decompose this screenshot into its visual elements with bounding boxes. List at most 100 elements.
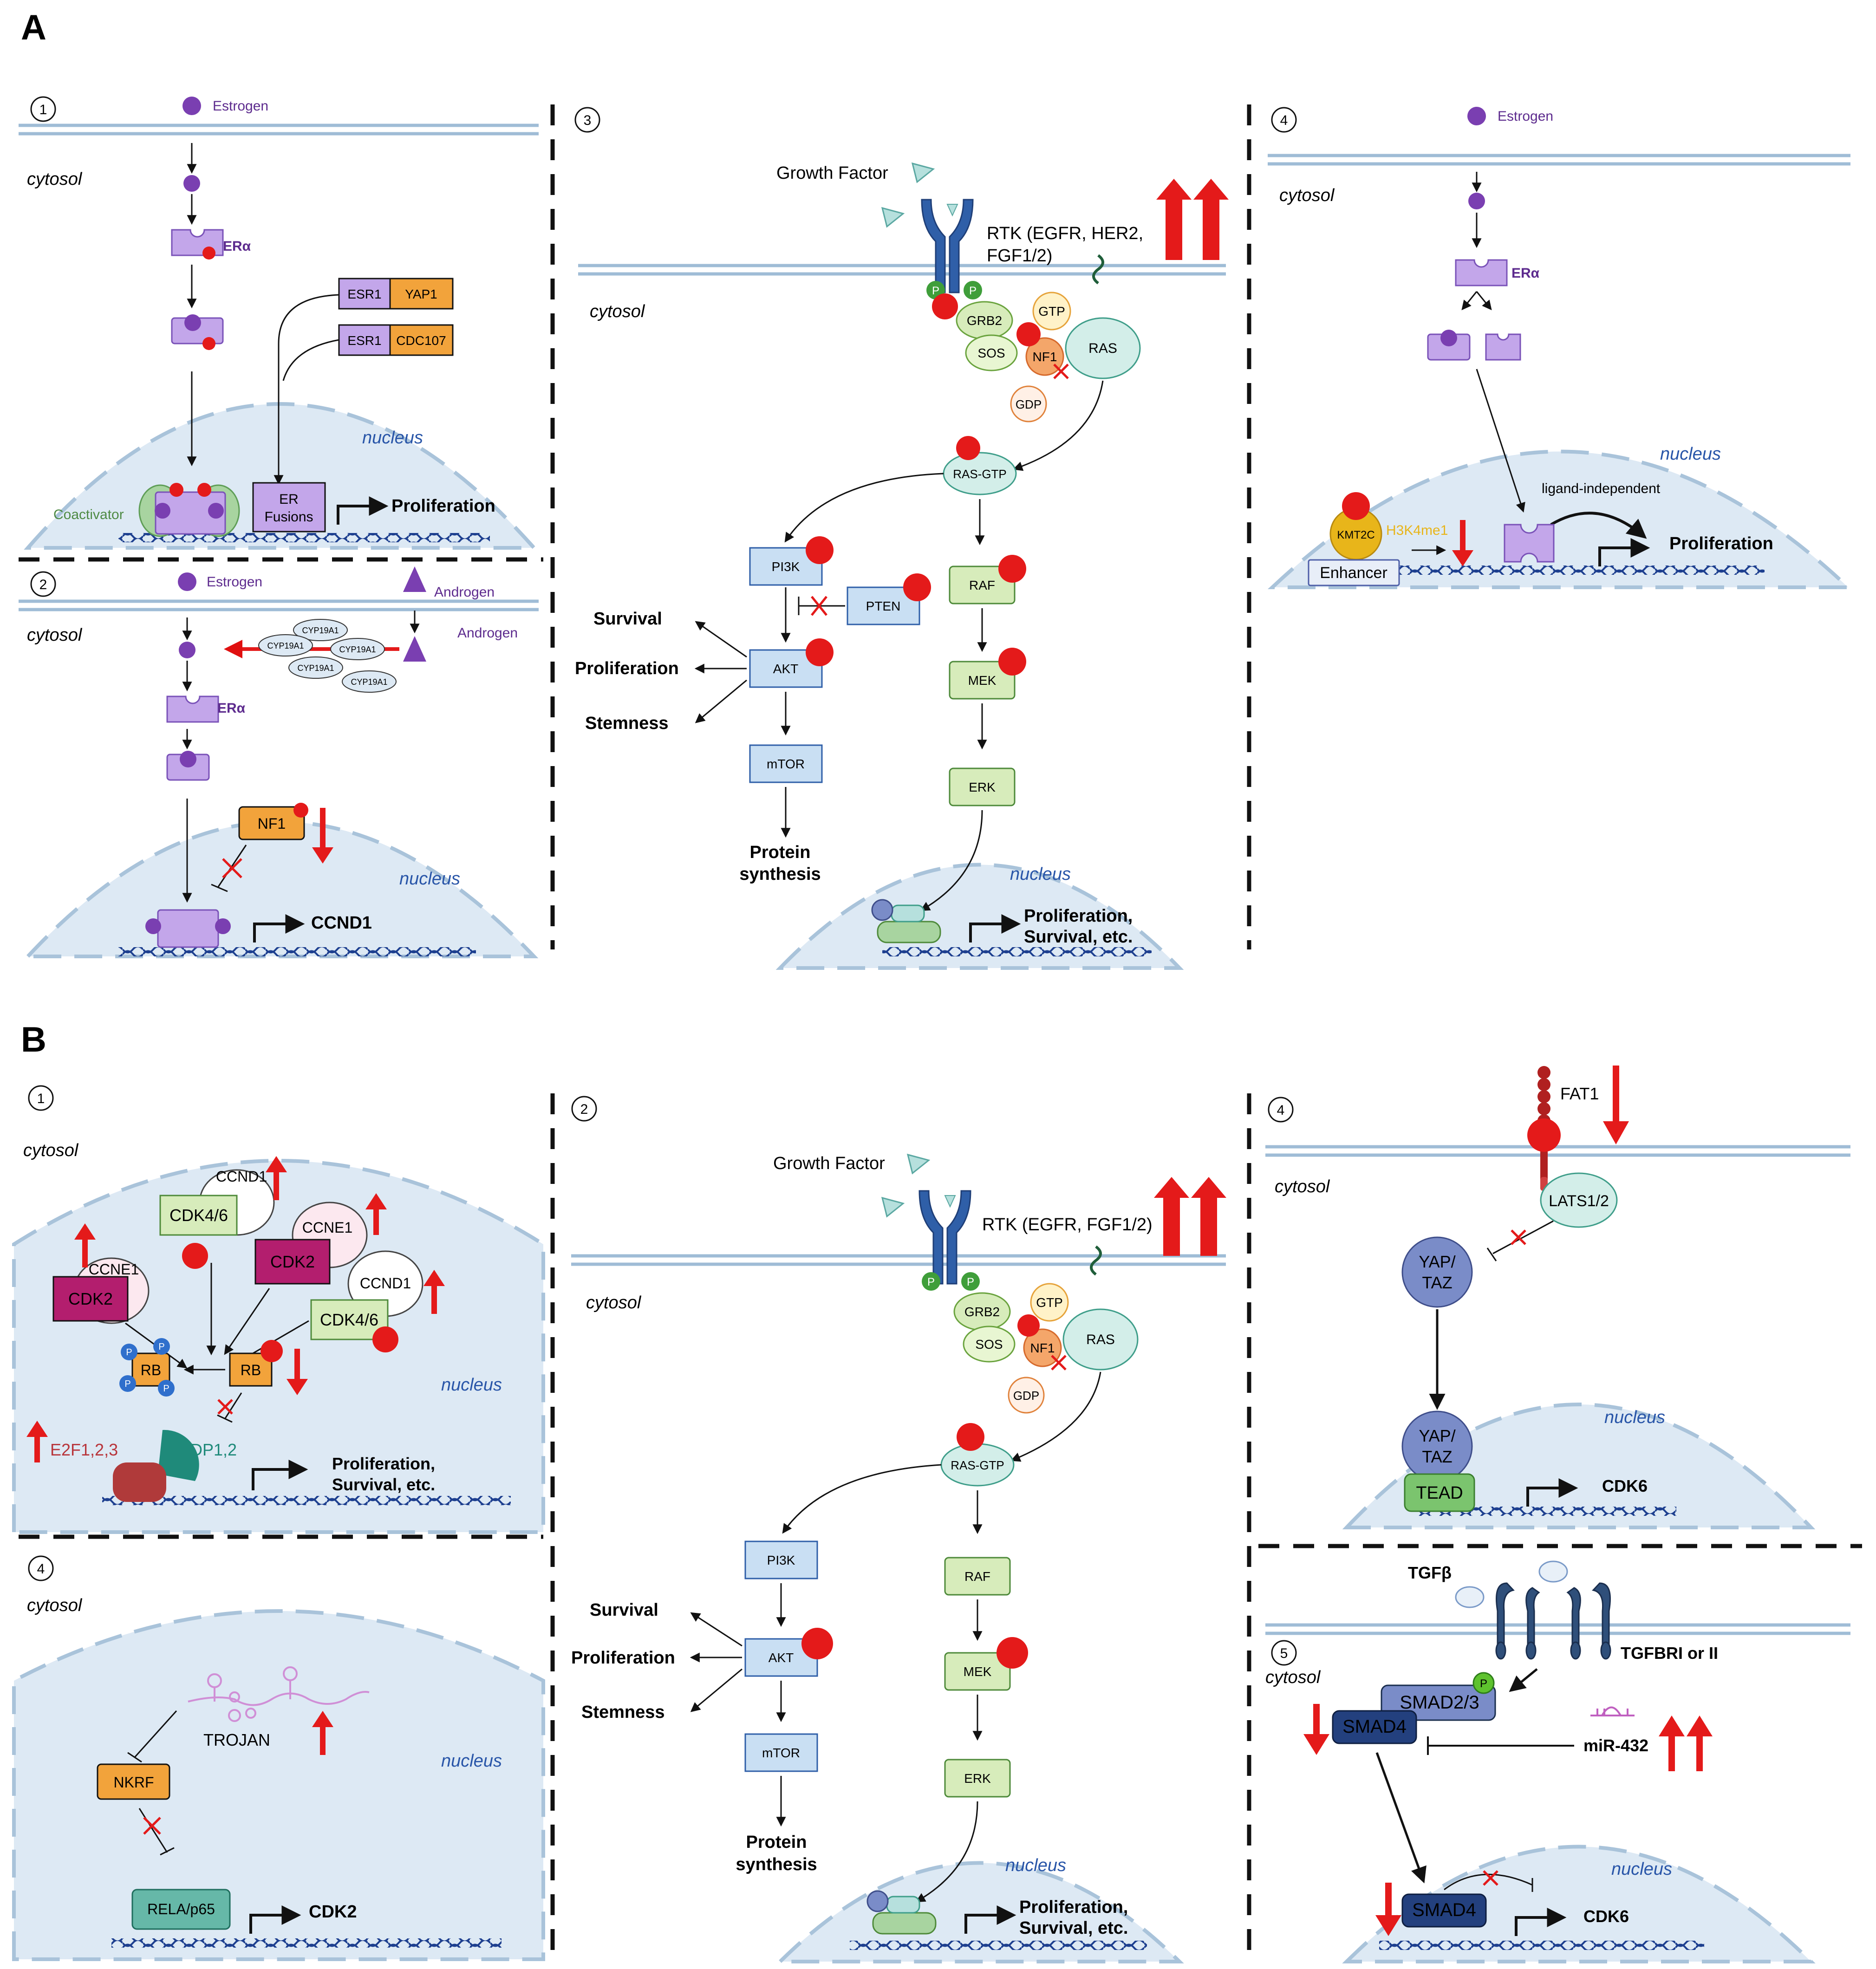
subpanel-number-b1: 1 xyxy=(37,1091,45,1106)
phospho-label: P xyxy=(1480,1677,1487,1690)
panel-a4: Estrogen cytosol ERα nucleus ligand-inde… xyxy=(1279,107,1773,586)
panel-b4-right: FAT1 cytosol LATS1/2 YAP/ TAZ nucleus YA… xyxy=(1275,1066,1665,1512)
proliferation-label-a3: Proliferation xyxy=(575,659,679,678)
cyp19a1-label: CYP19A1 xyxy=(351,677,387,687)
nucleus-label-a3: nucleus xyxy=(1010,864,1071,884)
yap-taz-label-2: TAZ xyxy=(1422,1273,1452,1292)
mtor-label-a3: mTOR xyxy=(767,757,805,771)
panel-a1: Estrogen cytosol ERα ESR1 YAP1 ESR1 CDC1… xyxy=(27,97,495,537)
proliferation-label-a4: Proliferation xyxy=(1669,534,1773,553)
er-alpha-label-a4: ERα xyxy=(1511,266,1540,281)
yap-taz-label-nuc-2: TAZ xyxy=(1422,1447,1452,1466)
er-fusions-label-2: Fusions xyxy=(264,509,313,525)
cyp19a1-label: CYP19A1 xyxy=(297,663,334,673)
cdk2-label-b1-2: CDK2 xyxy=(270,1252,315,1271)
cytosol-label-a4: cytosol xyxy=(1279,186,1335,205)
smad4-label-nuc: SMAD4 xyxy=(1412,1900,1476,1920)
cyp19a1-cluster: CYP19A1 CYP19A1 CYP19A1 CYP19A1 CYP19A1 xyxy=(258,619,397,693)
proliferation-label-a1: Proliferation xyxy=(391,496,495,516)
subpanel-number-b4left: 4 xyxy=(37,1561,45,1577)
smad23-label: SMAD2/3 xyxy=(1400,1692,1479,1713)
growth-factor-label-a3: Growth Factor xyxy=(776,163,888,183)
ccne1-label-b1-1: CCNE1 xyxy=(89,1261,139,1278)
ccnd1-label-a2: CCND1 xyxy=(311,913,372,933)
panel-a3: Growth Factor RTK (EGFR, HER2, FGF1/2) c… xyxy=(575,162,1229,947)
subpanel-number-a1: 1 xyxy=(39,102,47,117)
proliferation-survival-label-b2-2: Survival, etc. xyxy=(1019,1918,1128,1938)
protein-synthesis-label-a3-2: synthesis xyxy=(739,864,821,884)
nucleus-label-a2: nucleus xyxy=(399,869,460,889)
esr1-label-1: ESR1 xyxy=(347,287,381,301)
estrogen-label-a1: Estrogen xyxy=(213,98,268,114)
stemness-label-a3: Stemness xyxy=(585,714,669,733)
mek-label-a3: MEK xyxy=(968,673,997,688)
trojan-lncrna xyxy=(188,1666,370,1722)
pi3k-label-b2: PI3K xyxy=(767,1553,795,1567)
dna-strands xyxy=(102,533,1765,1950)
nucleus-label-b5: nucleus xyxy=(1611,1859,1672,1879)
rtk-label-b2: RTK (EGFR, FGF1/2) xyxy=(982,1215,1153,1235)
rb-label-b1: RB xyxy=(241,1362,261,1378)
akt-label-b2: AKT xyxy=(769,1651,794,1665)
cytosol-label-b5: cytosol xyxy=(1265,1668,1321,1687)
lats-label: LATS1/2 xyxy=(1549,1192,1609,1210)
pten-label-a3: PTEN xyxy=(866,599,901,613)
phospho-label: P xyxy=(124,1379,130,1389)
cyp19a1-label: CYP19A1 xyxy=(267,641,304,650)
er-alpha-label-a1: ERα xyxy=(223,239,251,254)
phospho-label: P xyxy=(927,1276,935,1288)
mir432-hairpin xyxy=(1590,1706,1635,1716)
fat1-label: FAT1 xyxy=(1560,1084,1599,1103)
er-alpha-label-a2: ERα xyxy=(217,701,246,716)
proliferation-survival-label-b2-1: Proliferation, xyxy=(1019,1898,1128,1917)
cdk6-label-b4r: CDK6 xyxy=(1602,1476,1648,1495)
tgfbr-label: TGFBRI or II xyxy=(1621,1644,1718,1663)
mek-label-b2: MEK xyxy=(964,1664,992,1679)
panel-separators xyxy=(19,104,1862,1962)
cyp19a1-label: CYP19A1 xyxy=(302,626,339,635)
nf1-label-b2: NF1 xyxy=(1030,1341,1055,1355)
cdk2-label-b1-1: CDK2 xyxy=(68,1289,113,1308)
gtp-label-a3: GTP xyxy=(1038,304,1065,318)
ligand-independent-label: ligand-independent xyxy=(1542,481,1661,496)
yap-taz-label-nuc-1: YAP/ xyxy=(1419,1426,1455,1445)
ras-label-b2: RAS xyxy=(1086,1332,1115,1347)
rtk-label-a3-line1: RTK (EGFR, HER2, xyxy=(987,224,1143,243)
phospho-label: P xyxy=(163,1384,169,1394)
phospho-label: P xyxy=(158,1342,164,1352)
proliferation-survival-label-a3-1: Proliferation, xyxy=(1024,906,1133,926)
subpanel-number-a2: 2 xyxy=(39,577,47,592)
raf-label-a3: RAF xyxy=(969,578,995,592)
cytosol-label-b2: cytosol xyxy=(586,1293,642,1313)
sos-label-a3: SOS xyxy=(977,346,1005,360)
subpanel-number-a3: 3 xyxy=(584,113,592,128)
h3k4me1-label: H3K4me1 xyxy=(1386,523,1448,538)
nkrf-label: NKRF xyxy=(113,1774,154,1791)
enhancer-label: Enhancer xyxy=(1320,564,1387,582)
dp12-label: DP1,2 xyxy=(190,1440,237,1459)
survival-label-b2: Survival xyxy=(590,1600,658,1620)
proliferation-survival-label-a3-2: Survival, etc. xyxy=(1024,927,1133,947)
coactivator-label: Coactivator xyxy=(53,507,124,522)
ras-gtp-label-b2: RAS-GTP xyxy=(951,1458,1004,1472)
grb2-label-a3: GRB2 xyxy=(967,313,1002,328)
panel-b5: TGFβ TGFBRI or II cytosol SMAD2/3 P SMAD… xyxy=(1265,1560,1718,1936)
tgfb-label: TGFβ xyxy=(1408,1563,1452,1582)
cdk2-output-label: CDK2 xyxy=(309,1902,357,1922)
stemness-label-b2: Stemness xyxy=(581,1703,665,1722)
kmt2c-label: KMT2C xyxy=(1337,529,1374,541)
yap-taz-label-1: YAP/ xyxy=(1419,1252,1455,1271)
yap1-label: YAP1 xyxy=(405,287,437,301)
nucleus-label-b1: nucleus xyxy=(441,1375,502,1395)
cytosol-label-b4r: cytosol xyxy=(1275,1177,1330,1196)
rtk-receptor-b2 xyxy=(918,1190,971,1285)
phospho-label: P xyxy=(967,1276,974,1288)
nucleus-label-b4r: nucleus xyxy=(1604,1408,1665,1427)
akt-label-a3: AKT xyxy=(773,662,798,676)
cdk6-label-b5: CDK6 xyxy=(1583,1907,1629,1926)
subpanel-number-b4right: 4 xyxy=(1277,1103,1285,1118)
protein-synthesis-label-b2-2: synthesis xyxy=(736,1855,817,1874)
subpanel-numbers: 1 2 3 4 1 4 2 4 5 xyxy=(28,96,1297,1666)
phospho-label: P xyxy=(969,285,977,297)
